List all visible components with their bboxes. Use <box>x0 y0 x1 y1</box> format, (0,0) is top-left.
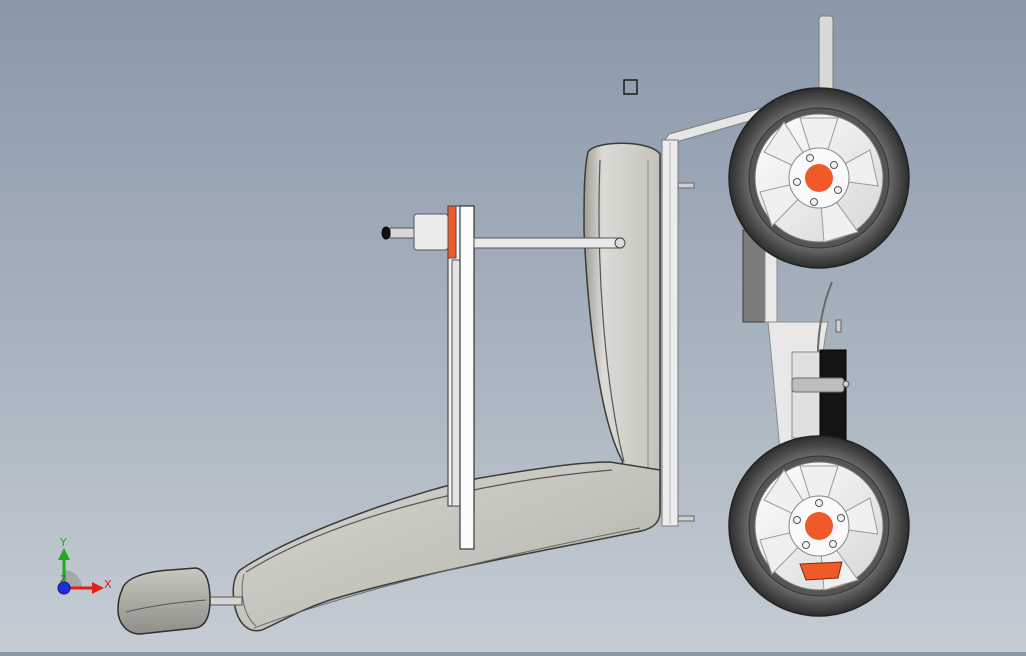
wheel-top[interactable] <box>728 87 910 269</box>
selection-marker-icon[interactable] <box>623 79 638 95</box>
frame-post[interactable] <box>661 139 695 527</box>
wheel-bottom[interactable] <box>728 435 910 617</box>
footrest-canister[interactable] <box>117 567 211 635</box>
axis-triad[interactable]: Y X Z <box>57 536 112 595</box>
control-arm[interactable] <box>381 205 626 550</box>
z-axis-label: Z <box>60 575 66 585</box>
y-axis-label: Y <box>59 536 67 549</box>
z-axis-dot-icon <box>57 581 71 595</box>
x-axis-label: X <box>104 578 112 591</box>
seat-base[interactable] <box>232 461 661 632</box>
